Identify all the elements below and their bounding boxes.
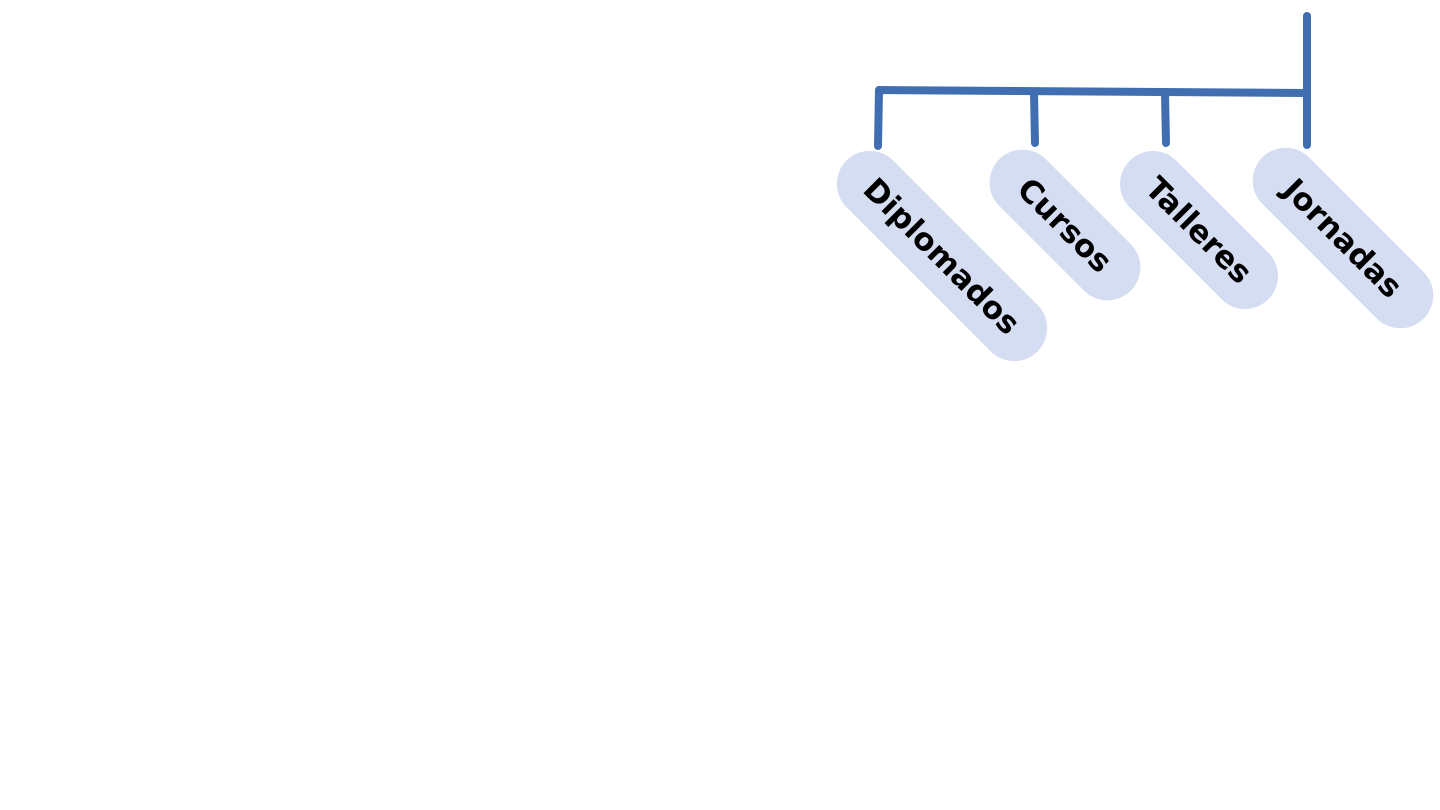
connector-lines — [874, 12, 1311, 150]
branch-line-cursos — [1030, 88, 1039, 147]
branch-node-jornadas: Jornadas — [1252, 147, 1434, 329]
branch-line-talleres — [1161, 89, 1170, 147]
pill-diplomados — [836, 150, 1048, 362]
horizontal-bar — [874, 86, 1311, 150]
pill-talleres — [1120, 151, 1278, 309]
pill-jornadas — [1252, 147, 1434, 329]
pill-cursos — [989, 149, 1141, 301]
